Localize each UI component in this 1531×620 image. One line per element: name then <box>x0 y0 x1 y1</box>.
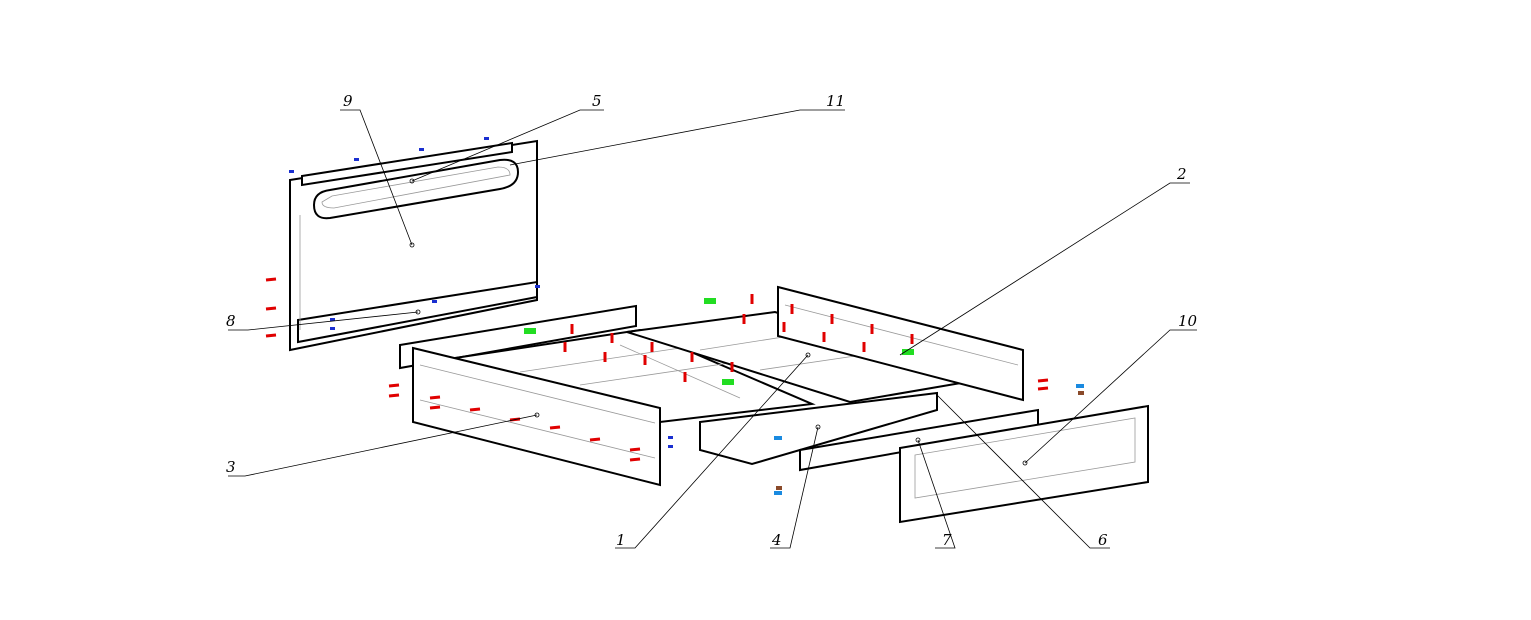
fasteners <box>265 137 1084 495</box>
callout-6: 6 <box>1098 531 1108 549</box>
back-rail <box>399 304 637 370</box>
side-panel-left <box>412 346 661 487</box>
leader-lines <box>228 109 1197 549</box>
callout-7: 7 <box>942 531 952 549</box>
callout-4: 4 <box>771 531 782 549</box>
footboard <box>899 404 1149 524</box>
callout-8: 8 <box>226 312 236 330</box>
callout-9: 9 <box>343 92 353 110</box>
callout-11: 11 <box>826 92 845 110</box>
headboard <box>289 139 538 352</box>
callout-5: 5 <box>592 92 602 110</box>
callout-1: 1 <box>616 531 626 549</box>
callout-2: 2 <box>1176 165 1187 183</box>
center-board <box>699 391 938 466</box>
callout-3: 3 <box>226 458 236 476</box>
callout-10: 10 <box>1178 312 1198 330</box>
